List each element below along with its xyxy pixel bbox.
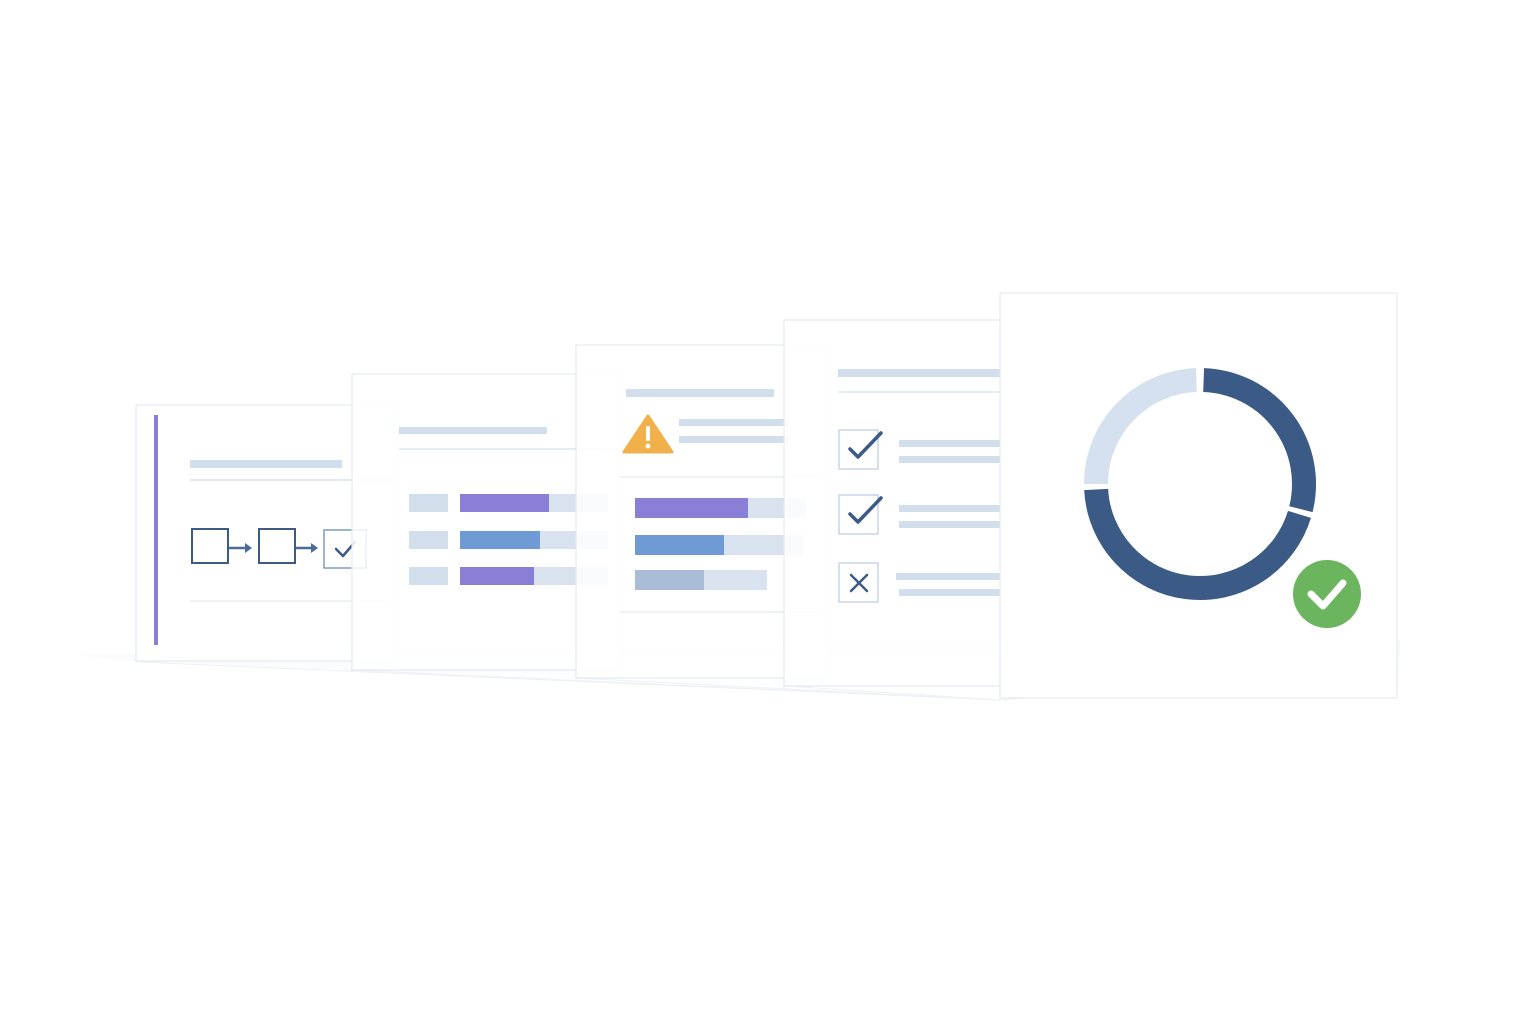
donut-segment-complete — [1084, 488, 1311, 601]
accent-bar — [154, 415, 158, 645]
divider — [190, 600, 390, 602]
progress-bar-group — [635, 498, 806, 590]
progress-row — [635, 570, 767, 590]
divider — [399, 448, 619, 450]
placeholder-line — [899, 440, 1000, 447]
divider — [620, 611, 820, 613]
checkmark-icon — [848, 431, 883, 459]
progress-row — [409, 531, 608, 549]
progress-bar-group — [409, 494, 608, 585]
progress-row — [635, 535, 803, 555]
row-label-placeholder — [409, 494, 448, 512]
progress-row — [409, 494, 608, 512]
progress-fill — [460, 494, 549, 512]
placeholder-line — [899, 521, 1000, 528]
checklist-item — [838, 494, 1000, 535]
row-label-placeholder — [409, 531, 448, 549]
divider — [620, 476, 820, 478]
divider — [838, 391, 1008, 393]
placeholder-line — [899, 589, 1000, 596]
arrow-right-icon — [296, 543, 318, 553]
placeholder-title-line — [626, 389, 774, 397]
row-label-placeholder — [409, 567, 448, 585]
flow-step-box — [258, 528, 296, 564]
donut-segment-remaining — [1084, 368, 1198, 485]
checkbox — [838, 429, 879, 470]
divider — [190, 479, 390, 481]
placeholder-line — [896, 573, 1000, 580]
placeholder-line — [899, 456, 1000, 463]
placeholder-line — [679, 436, 789, 443]
checklist-item — [838, 429, 1000, 470]
flow-step-box — [191, 528, 229, 564]
progress-fill — [460, 567, 534, 585]
placeholder-line — [899, 505, 1000, 512]
placeholder-line — [679, 419, 789, 426]
placeholder-title-line — [399, 427, 547, 434]
donut-chart — [1084, 368, 1316, 601]
arrow-right-icon — [229, 543, 252, 553]
donut-segment-complete — [1202, 368, 1316, 513]
progress-row — [635, 498, 806, 518]
progress-fill — [635, 570, 704, 590]
checkbox — [838, 494, 879, 535]
x-mark-icon — [849, 573, 869, 593]
checklist-item — [838, 562, 1000, 603]
progress-fill — [635, 498, 748, 518]
checkmark-icon — [848, 496, 883, 524]
progress-row — [409, 567, 608, 585]
warning-triangle-icon — [622, 414, 674, 454]
checklist-group — [838, 429, 1000, 603]
checkmark-icon — [334, 540, 357, 558]
progress-fill — [460, 531, 540, 549]
progress-fill — [635, 535, 724, 555]
success-check-badge-icon — [1290, 557, 1364, 631]
panel-donut-progress — [999, 292, 1398, 699]
placeholder-title-line — [190, 460, 342, 468]
placeholder-title-line — [838, 369, 1008, 377]
